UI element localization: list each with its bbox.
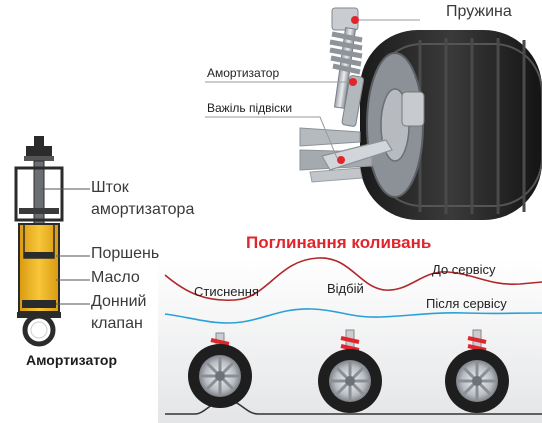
valve-label-line1: Донний: [91, 293, 146, 311]
arm-marker-dot: [337, 156, 345, 164]
piston-label: Поршень: [91, 245, 159, 263]
shock-caption: Амортизатор: [26, 352, 117, 368]
damper-label: Амортизатор: [207, 66, 279, 80]
arm-label: Важіль підвіски: [207, 101, 292, 115]
after-service-label: Після сервісу: [426, 296, 507, 311]
absorption-title: Поглинання коливань: [246, 233, 431, 253]
spring-marker-dot: [351, 16, 359, 24]
base-valve-shape: [22, 300, 56, 308]
rod-label-line1: Шток: [91, 179, 129, 197]
oil-chamber-shape: [19, 224, 59, 312]
piston-shape: [24, 252, 54, 258]
shock-absorber-cutaway: [16, 136, 90, 344]
compression-label: Стиснення: [194, 284, 259, 299]
spring-label: Пружина: [446, 3, 512, 21]
damper-marker-dot: [349, 78, 357, 86]
before-service-label: До сервісу: [432, 262, 496, 277]
rebound-label: Відбій: [327, 281, 364, 296]
valve-label-line2: клапан: [91, 315, 143, 333]
oil-label: Масло: [91, 269, 140, 287]
rod-label-line2: амортизатора: [91, 201, 194, 219]
spring-strut-shape: [330, 8, 364, 127]
